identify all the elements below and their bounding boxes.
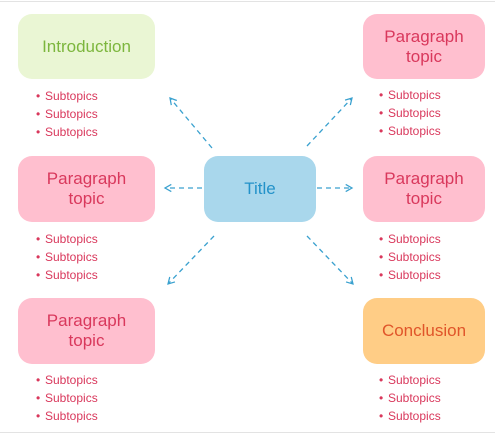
subtopic-item: Subtopics xyxy=(379,407,441,425)
title-node-label: Title xyxy=(244,179,276,198)
subtopic-item: Subtopics xyxy=(36,105,98,123)
paragraph-label-line: topic xyxy=(406,189,442,208)
paragraph-label-line: Paragraph xyxy=(46,311,127,330)
subtopic-item: Subtopics xyxy=(36,123,98,141)
arrow-to-conclusion xyxy=(306,235,354,285)
paragraph-subtopics: Subtopics Subtopics Subtopics xyxy=(36,371,98,425)
paragraph-label-line: topic xyxy=(68,331,105,350)
paragraph-subtopics: Subtopics Subtopics Subtopics xyxy=(379,86,441,140)
paragraph-topic-node: Paragraph topic xyxy=(363,14,485,79)
paragraph-subtopics: Subtopics Subtopics Subtopics xyxy=(36,230,98,284)
subtopic-item: Subtopics xyxy=(36,248,98,266)
top-border xyxy=(0,1,495,2)
subtopic-item: Subtopics xyxy=(36,371,98,389)
arrow-to-paragraph-top-right xyxy=(306,97,353,147)
title-node: Title xyxy=(204,156,316,222)
arrow-to-paragraph-bottom-left xyxy=(167,235,215,285)
conclusion-label: Conclusion xyxy=(381,321,467,340)
paragraph-subtopics: Subtopics Subtopics Subtopics xyxy=(379,230,441,284)
bottom-border xyxy=(0,432,495,433)
paragraph-topic-node: Paragraph topic xyxy=(363,156,485,222)
paragraph-label-line: topic xyxy=(68,189,105,208)
paragraph-label-line: Paragraph xyxy=(384,26,464,46)
subtopic-item: Subtopics xyxy=(379,371,441,389)
subtopic-item: Subtopics xyxy=(379,230,441,248)
subtopic-item: Subtopics xyxy=(379,389,441,407)
subtopic-item: Subtopics xyxy=(36,389,98,407)
subtopic-item: Subtopics xyxy=(36,266,98,284)
introduction-node: Introduction xyxy=(18,14,155,79)
subtopic-item: Subtopics xyxy=(36,407,98,425)
subtopic-item: Subtopics xyxy=(36,230,98,248)
paragraph-label-line: Paragraph xyxy=(384,169,464,188)
arrow-to-introduction xyxy=(169,97,213,149)
paragraph-topic-node: Paragraph topic xyxy=(18,156,155,222)
conclusion-subtopics: Subtopics Subtopics Subtopics xyxy=(379,371,441,425)
subtopic-item: Subtopics xyxy=(379,86,441,104)
subtopic-item: Subtopics xyxy=(379,104,441,122)
conclusion-node: Conclusion xyxy=(363,298,485,364)
introduction-subtopics: Subtopics Subtopics Subtopics xyxy=(36,87,98,141)
subtopic-item: Subtopics xyxy=(379,266,441,284)
paragraph-topic-node: Paragraph topic xyxy=(18,298,155,364)
subtopic-item: Subtopics xyxy=(379,122,441,140)
subtopic-item: Subtopics xyxy=(36,87,98,105)
paragraph-label-line: topic xyxy=(406,46,442,66)
paragraph-label-line: Paragraph xyxy=(46,169,127,188)
introduction-label: Introduction xyxy=(42,36,131,56)
subtopic-item: Subtopics xyxy=(379,248,441,266)
